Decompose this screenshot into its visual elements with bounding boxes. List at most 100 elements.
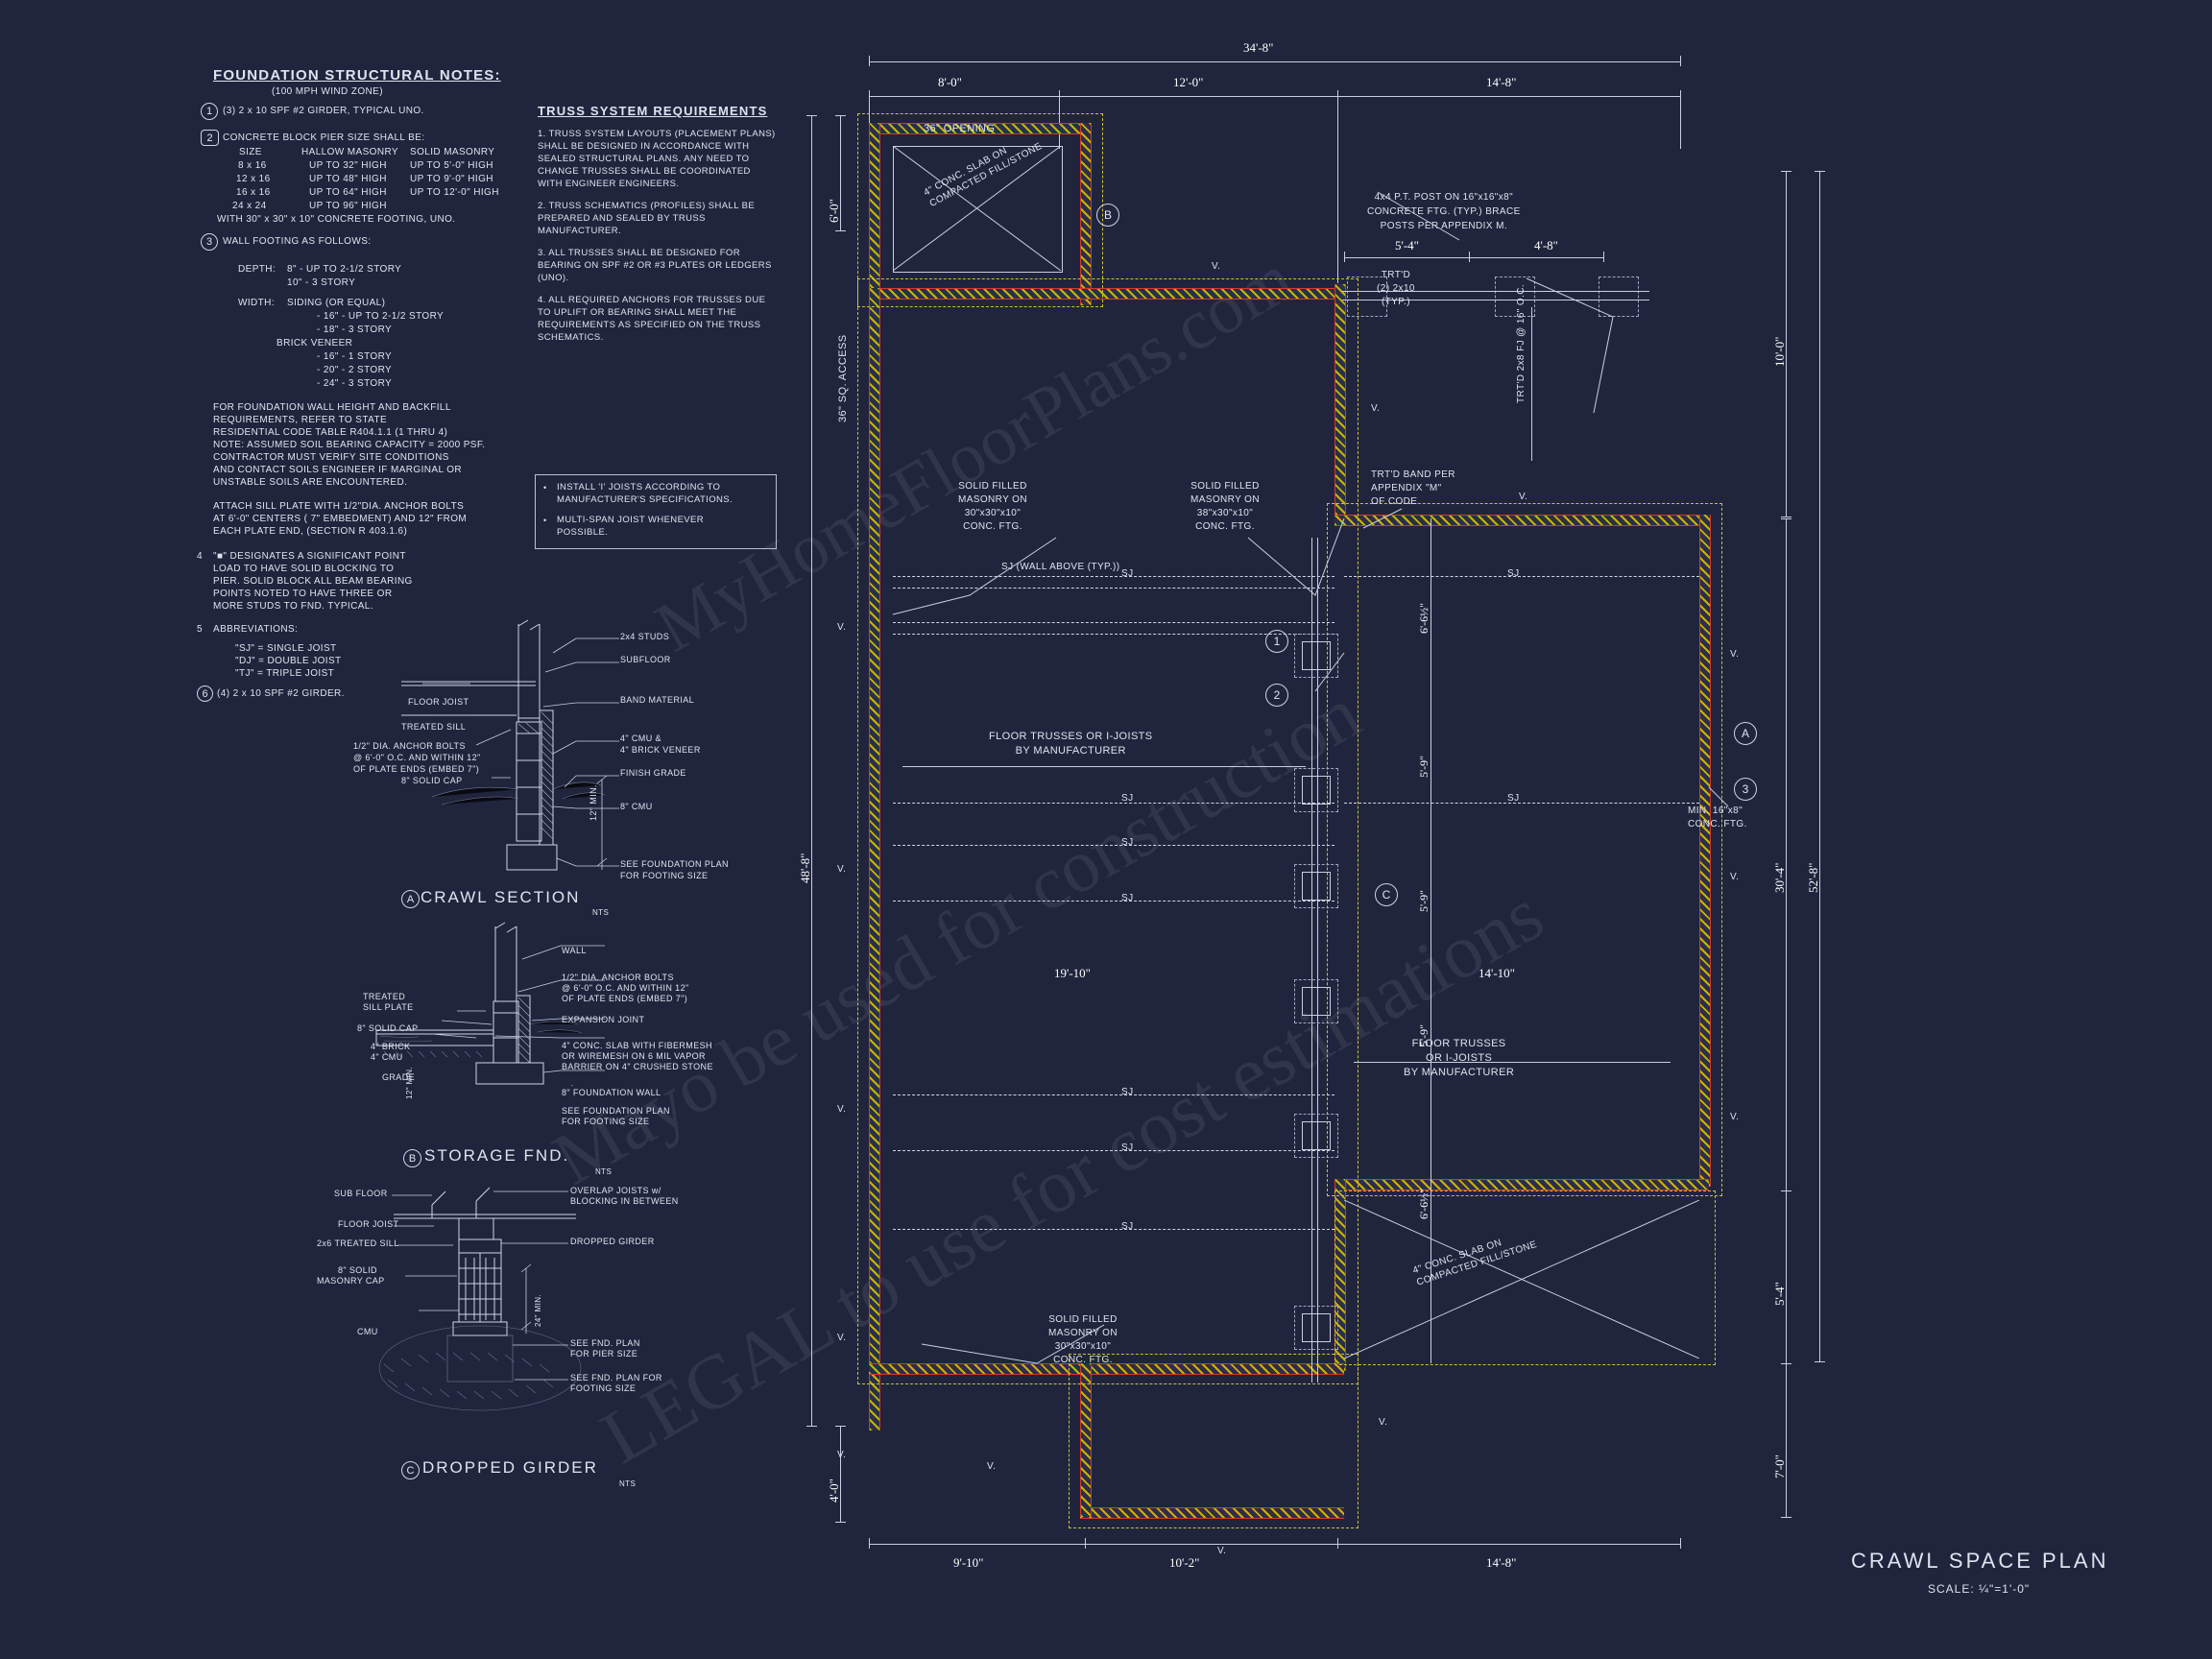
- backfill-line-1: FOR FOUNDATION WALL HEIGHT AND BACKFILL: [213, 402, 451, 413]
- note-marker-3: 3: [201, 233, 218, 251]
- dim-post-right: 4'-8": [1534, 238, 1558, 252]
- truss-note-4-line-1: 4. ALL REQUIRED ANCHORS FOR TRUSSES DUE: [538, 295, 766, 305]
- dim-bottom-2: 10'-2": [1169, 1555, 1200, 1570]
- note-3-text: WALL FOOTING AS FOLLOWS:: [223, 236, 372, 247]
- detail-b-tag-label: B: [408, 1152, 417, 1165]
- dim-bottom-tick-2: [1085, 1538, 1086, 1549]
- pier-6: [1294, 1306, 1338, 1350]
- wall-footing-depth-1: 8" - UP TO 2-1/2 STORY: [287, 264, 402, 275]
- pier-row-1-hollow: UP TO 32" HIGH: [309, 160, 387, 171]
- truss-note-1-line-5: WITH ENGINEER ENGINEERS.: [538, 179, 680, 189]
- detail-b-label-anchor-1: 1/2" DIA. ANCHOR BOLTS: [562, 973, 674, 982]
- note-6-text: (4) 2 x 10 SPF #2 GIRDER.: [217, 688, 345, 699]
- plan-callout-masonry-3: SOLID FILLED MASONRY ON 30"x30"x10" CONC…: [1048, 1314, 1118, 1365]
- post-pier-3: [1599, 276, 1639, 317]
- detail-a-label-see-fnd-2: FOR FOOTING SIZE: [620, 871, 709, 880]
- backfill-line-4: NOTE: ASSUMED SOIL BEARING CAPACITY = 20…: [213, 440, 486, 450]
- footing-right-wing: [1327, 503, 1722, 1196]
- pier-4: [1294, 979, 1338, 1023]
- backfill-line-7: UNSTABLE SOILS ARE ENCOUNTERED.: [213, 477, 408, 488]
- v-mark-8: V.: [1212, 261, 1221, 272]
- wall-footing-width-group2-item3: - 24" - 3 STORY: [317, 378, 393, 389]
- detail-a-scale: NTS: [592, 908, 610, 917]
- dim-left-tick-1: [835, 115, 846, 116]
- v-mark-10: V.: [1519, 492, 1528, 502]
- dim-overall-top-line: [869, 61, 1680, 62]
- detail-c-title: DROPPED GIRDER: [422, 1458, 598, 1477]
- dim-left-mid-tick-2: [806, 1426, 817, 1427]
- dim-right-overall-tick-1: [1815, 171, 1825, 172]
- pier-row-1-solid: UP TO 5'-0" HIGH: [410, 160, 493, 171]
- joist-tag-5: SJ: [1121, 1087, 1134, 1097]
- pier-3: [1294, 864, 1338, 908]
- note-marker-4-label: 4: [197, 551, 203, 562]
- dim-left-line-bot: [840, 1426, 841, 1522]
- truss-note-2-line-3: MANUFACTURER.: [538, 226, 622, 236]
- wall-bottom: [1080, 1507, 1344, 1519]
- detail-c-label-see-ftg-2: FOOTING SIZE: [570, 1383, 637, 1393]
- dim-left-line-top: [840, 115, 841, 230]
- plan-callout-trtd: TRT'D (2) 2x10 (TYP.): [1377, 270, 1415, 307]
- detail-c-label-see-pier-2: FOR PIER SIZE: [570, 1349, 638, 1358]
- pier-table-col3-header: SOLID MASONRY: [410, 147, 495, 157]
- dim-right-lower2-line: [1786, 1363, 1787, 1517]
- joist-tag-8: SJ: [1507, 793, 1520, 804]
- plan-callout-masonry-1: SOLID FILLED MASONRY ON 30"x30"x10" CONC…: [958, 481, 1027, 532]
- dim-left-bot-tick-1: [835, 1426, 846, 1427]
- joist-line-5: [893, 803, 1334, 804]
- dim-post-left: 5'-4": [1395, 238, 1419, 252]
- plan-ref-bubble-C: C: [1375, 883, 1398, 906]
- joist-bullet-1-line-1: INSTALL 'I' JOISTS ACCORDING TO: [557, 482, 721, 493]
- dim-bottom-tick-4: [1680, 1538, 1681, 1549]
- detail-c-label-dropped-gird: DROPPED GIRDER: [570, 1237, 655, 1246]
- plan-callout-min-ftg: MIN. 16"x8" CONC. FTG.: [1688, 805, 1747, 830]
- detail-a-label-solid-cap: 8" SOLID CAP: [401, 776, 463, 785]
- truss-notes-title: TRUSS SYSTEM REQUIREMENTS: [538, 104, 768, 118]
- detail-b-label-solid-cap: 8" SOLID CAP: [357, 1023, 419, 1033]
- dim-post-tick-3: [1603, 252, 1604, 262]
- detail-b-vertical-dim: 12" MIN.: [405, 1066, 414, 1099]
- dim-overall-tick-left: [869, 56, 870, 66]
- truss-note-3-line-1: 3. ALL TRUSSES SHALL BE DESIGNED FOR: [538, 248, 740, 258]
- anchor-line-3: EACH PLATE END, (SECTION R 403.1.6): [213, 526, 408, 537]
- detail-b-label-slab-1: 4" CONC. SLAB WITH FIBERMESH: [562, 1041, 712, 1050]
- joist-tag-3: SJ: [1121, 837, 1134, 848]
- dim-overall-top-label: 34'-8": [1243, 40, 1274, 55]
- slab-porch-x: [893, 146, 1061, 271]
- detail-a-label-floor-joist: FLOOR JOIST: [408, 697, 469, 707]
- joist-tag-1: SJ: [1121, 568, 1134, 579]
- note-4-line-4: MORE STUDS TO FND. TYPICAL.: [213, 601, 373, 612]
- plan-callout-opening: 36" OPENING: [924, 123, 996, 134]
- detail-a-title: CRAWL SECTION: [421, 888, 581, 906]
- wall-left-upper: [869, 123, 880, 305]
- truss-note-3-line-2: BEARING ON SPF #2 OR #3 PLATES OR LEDGER…: [538, 260, 772, 271]
- note-1-text: (3) 2 x 10 SPF #2 GIRDER, TYPICAL UNO.: [223, 106, 424, 116]
- pier-6-inner: [1302, 1313, 1331, 1342]
- note-marker-2-label: 2: [206, 132, 213, 144]
- truss-note-1-line-1: 1. TRUSS SYSTEM LAYOUTS (PLACEMENT PLANS…: [538, 129, 776, 139]
- v-mark-11: V.: [1730, 649, 1740, 660]
- detail-b-label-slab-3: BARRIER ON 4" CRUSHED STONE: [562, 1062, 713, 1071]
- detail-c-label-overlap-2: BLOCKING IN BETWEEN: [570, 1196, 679, 1206]
- plan-ref-bubble-3-label: 3: [1742, 782, 1749, 796]
- dim-ext-line-3: [1337, 96, 1338, 283]
- pier-row-4-size: 24 x 24: [232, 201, 267, 211]
- detail-b-label-cmu: 4" CMU: [371, 1052, 403, 1062]
- detail-c-label-8solid: 8" SOLID: [338, 1265, 377, 1275]
- wall-upper-right: [1334, 515, 1709, 526]
- abbrev-3: "TJ" = TRIPLE JOIST: [235, 668, 335, 679]
- note-marker-6: 6: [197, 685, 213, 702]
- wall-mid-bottom: [869, 1363, 1344, 1375]
- note-4-text: "■" DESIGNATES A SIGNIFICANT POINT: [213, 551, 406, 562]
- pier-table-col2-header: HALLOW MASONRY: [301, 147, 398, 157]
- plan-callout-trusses-2: FLOOR TRUSSES OR I-JOISTS BY MANUFACTURE…: [1404, 1038, 1515, 1078]
- dim-right-overall-line: [1819, 171, 1820, 1361]
- dim-span-left: 19'-10": [1054, 966, 1091, 980]
- post-pier-2: [1495, 276, 1535, 317]
- note-marker-3-label: 3: [205, 236, 213, 248]
- trusses-2-line: [1354, 1062, 1671, 1063]
- truss-note-4-line-3: REQUIREMENTS AS SPECIFIED ON THE TRUSS: [538, 320, 761, 330]
- plan-ref-bubble-1-label: 1: [1273, 635, 1281, 648]
- pier-row-1-size: 8 x 16: [238, 160, 267, 171]
